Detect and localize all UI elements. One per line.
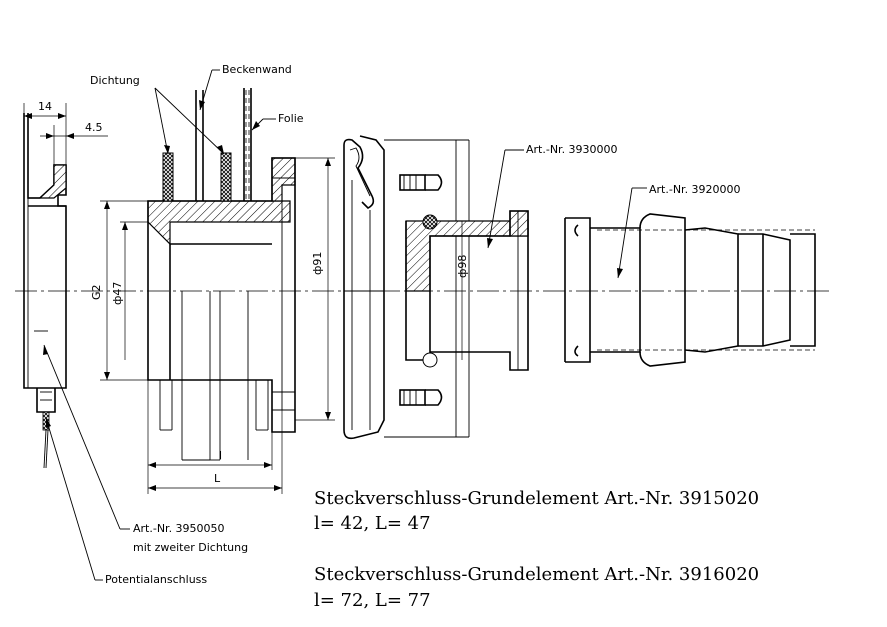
label-potentialanschluss: Potentialanschluss <box>45 417 207 586</box>
svg-text:Dichtung: Dichtung <box>90 74 140 87</box>
dimension-phi91: ф91 <box>295 157 335 421</box>
dim-l-label: l <box>219 449 222 462</box>
seal-rings <box>162 152 232 202</box>
dim-phi47-label: ф47 <box>111 282 124 305</box>
dim-g2-label: G2 <box>90 284 103 300</box>
svg-text:Beckenwand: Beckenwand <box>222 63 292 76</box>
label-folie: Folie <box>251 112 304 131</box>
screw-top <box>399 174 443 191</box>
dimension-g2: G2 <box>90 200 148 381</box>
label-art-3920000: Art.-Nr. 3920000 <box>617 183 741 279</box>
caption-3916020: Steckverschluss-Grundelement Art.-Nr. 39… <box>314 564 759 611</box>
base-element-section <box>147 157 296 461</box>
caption-title-2: Steckverschluss-Grundelement Art.-Nr. 39… <box>314 564 759 585</box>
dimension-phi47: ф47 <box>111 221 148 360</box>
dim-phi91-label: ф91 <box>311 252 324 275</box>
cover-plate <box>343 135 470 440</box>
dim-14-label: 14 <box>38 100 52 113</box>
flange-side-view <box>23 113 67 469</box>
label-art-3950050: Art.-Nr. 3950050 mit zweiter Dichtung <box>43 344 248 554</box>
svg-text:Art.-Nr. 3920000: Art.-Nr. 3920000 <box>649 183 741 196</box>
pool-wall <box>195 88 252 201</box>
screw-bottom <box>399 389 443 406</box>
caption-3915020: Steckverschluss-Grundelement Art.-Nr. 39… <box>314 488 759 534</box>
svg-text:Potentialanschluss: Potentialanschluss <box>105 573 207 586</box>
dim-L-label: L <box>214 472 221 485</box>
caption-dims-2: l= 72, L= 77 <box>314 590 431 611</box>
seal-right <box>220 152 232 202</box>
caption-title-1: Steckverschluss-Grundelement Art.-Nr. 39… <box>314 488 759 509</box>
svg-text:Art.-Nr. 3930000: Art.-Nr. 3930000 <box>526 143 618 156</box>
dim-4-5-label: 4.5 <box>85 121 103 134</box>
hose-tail-3920000 <box>564 213 816 367</box>
label-art-3930000: Art.-Nr. 3930000 <box>487 143 618 249</box>
svg-text:Art.-Nr. 3950050: Art.-Nr. 3950050 <box>133 522 225 535</box>
svg-text:Folie: Folie <box>278 112 304 125</box>
svg-text:mit zweiter Dichtung: mit zweiter Dichtung <box>133 541 248 554</box>
dimension-4-5: 4.5 <box>40 121 108 165</box>
label-beckenwand: Beckenwand <box>199 63 292 111</box>
adapter-3930000: ф98 <box>405 210 529 371</box>
dimension-14: 14 <box>23 100 67 165</box>
seal-left <box>162 152 174 202</box>
dim-phi98-label: ф98 <box>456 255 469 278</box>
label-dichtung: Dichtung <box>90 74 225 155</box>
dimension-l: l L <box>147 380 283 494</box>
caption-dims-1: l= 42, L= 47 <box>314 513 431 534</box>
